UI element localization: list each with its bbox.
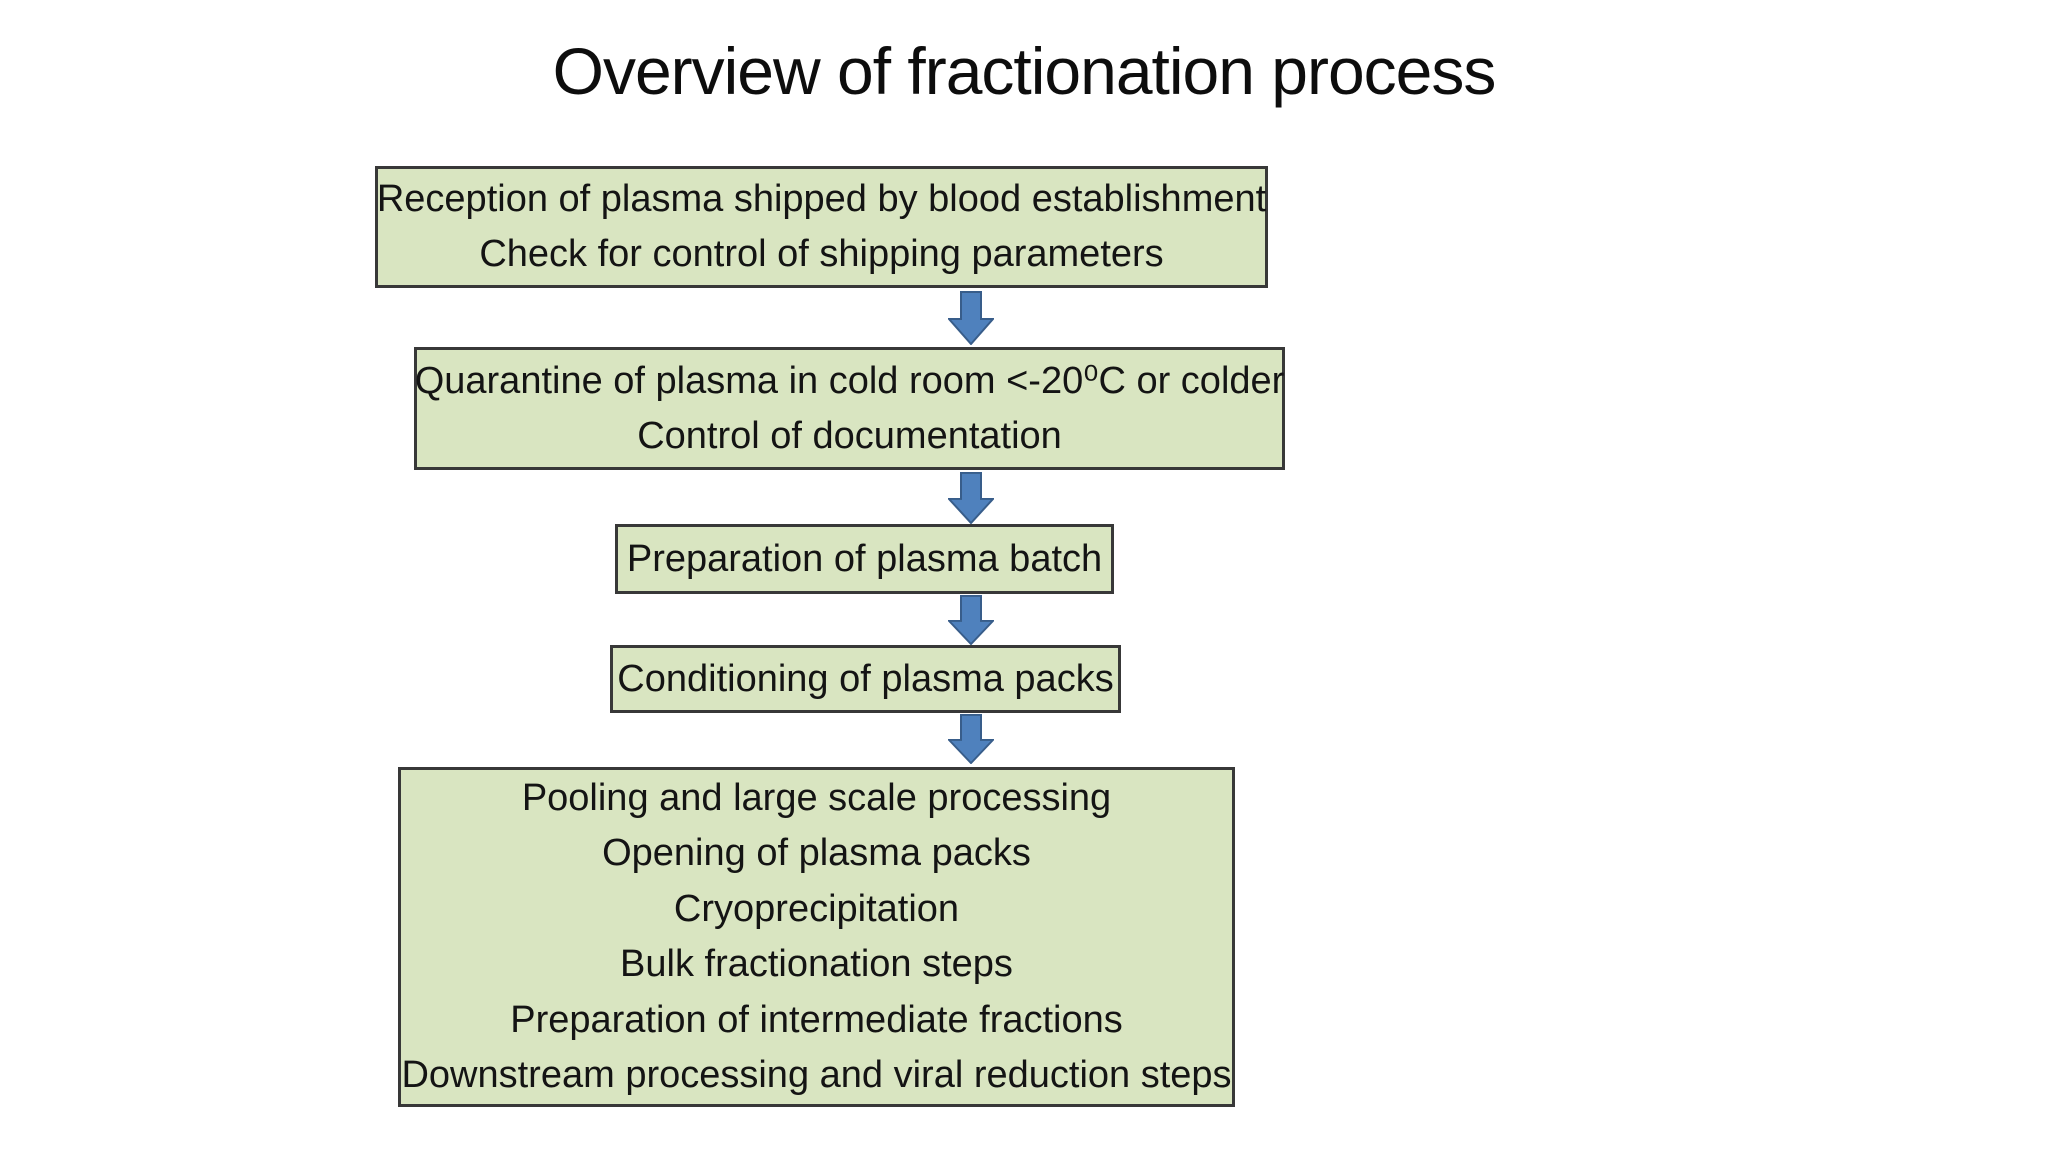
flow-step-line: Downstream processing and viral reductio… — [401, 1054, 1232, 1096]
flow-step-line: Control of documentation — [637, 414, 1062, 457]
flow-step-pooling: Pooling and large scale processing Openi… — [398, 767, 1235, 1107]
flow-step-conditioning: Conditioning of plasma packs — [610, 645, 1121, 713]
flow-step-line: Check for control of shipping parameters — [479, 233, 1164, 275]
flow-step-line: Preparation of plasma batch — [626, 537, 1103, 580]
flow-step-line: Opening of plasma packs — [602, 832, 1031, 874]
down-arrow-icon — [948, 291, 994, 345]
flow-step-quarantine: Quarantine of plasma in cold room <-20⁰C… — [414, 347, 1285, 470]
flow-step-line: Bulk fractionation steps — [620, 943, 1013, 985]
flow-step-line: Reception of plasma shipped by blood est… — [376, 178, 1267, 220]
flow-step-preparation: Preparation of plasma batch — [615, 524, 1114, 594]
flow-step-line: Cryoprecipitation — [673, 887, 960, 930]
down-arrow-icon — [948, 472, 994, 524]
flow-step-line: Preparation of intermediate fractions — [510, 998, 1123, 1041]
slide-title: Overview of fractionation process — [552, 34, 1497, 108]
down-arrow-icon — [948, 595, 994, 645]
flow-step-line: Conditioning of plasma packs — [617, 657, 1114, 700]
down-arrow-icon — [948, 714, 994, 764]
flow-step-line: Pooling and large scale processing — [521, 776, 1112, 819]
flow-step-line: Quarantine of plasma in cold room <-20⁰C… — [414, 359, 1285, 402]
flow-step-reception: Reception of plasma shipped by blood est… — [375, 166, 1268, 288]
